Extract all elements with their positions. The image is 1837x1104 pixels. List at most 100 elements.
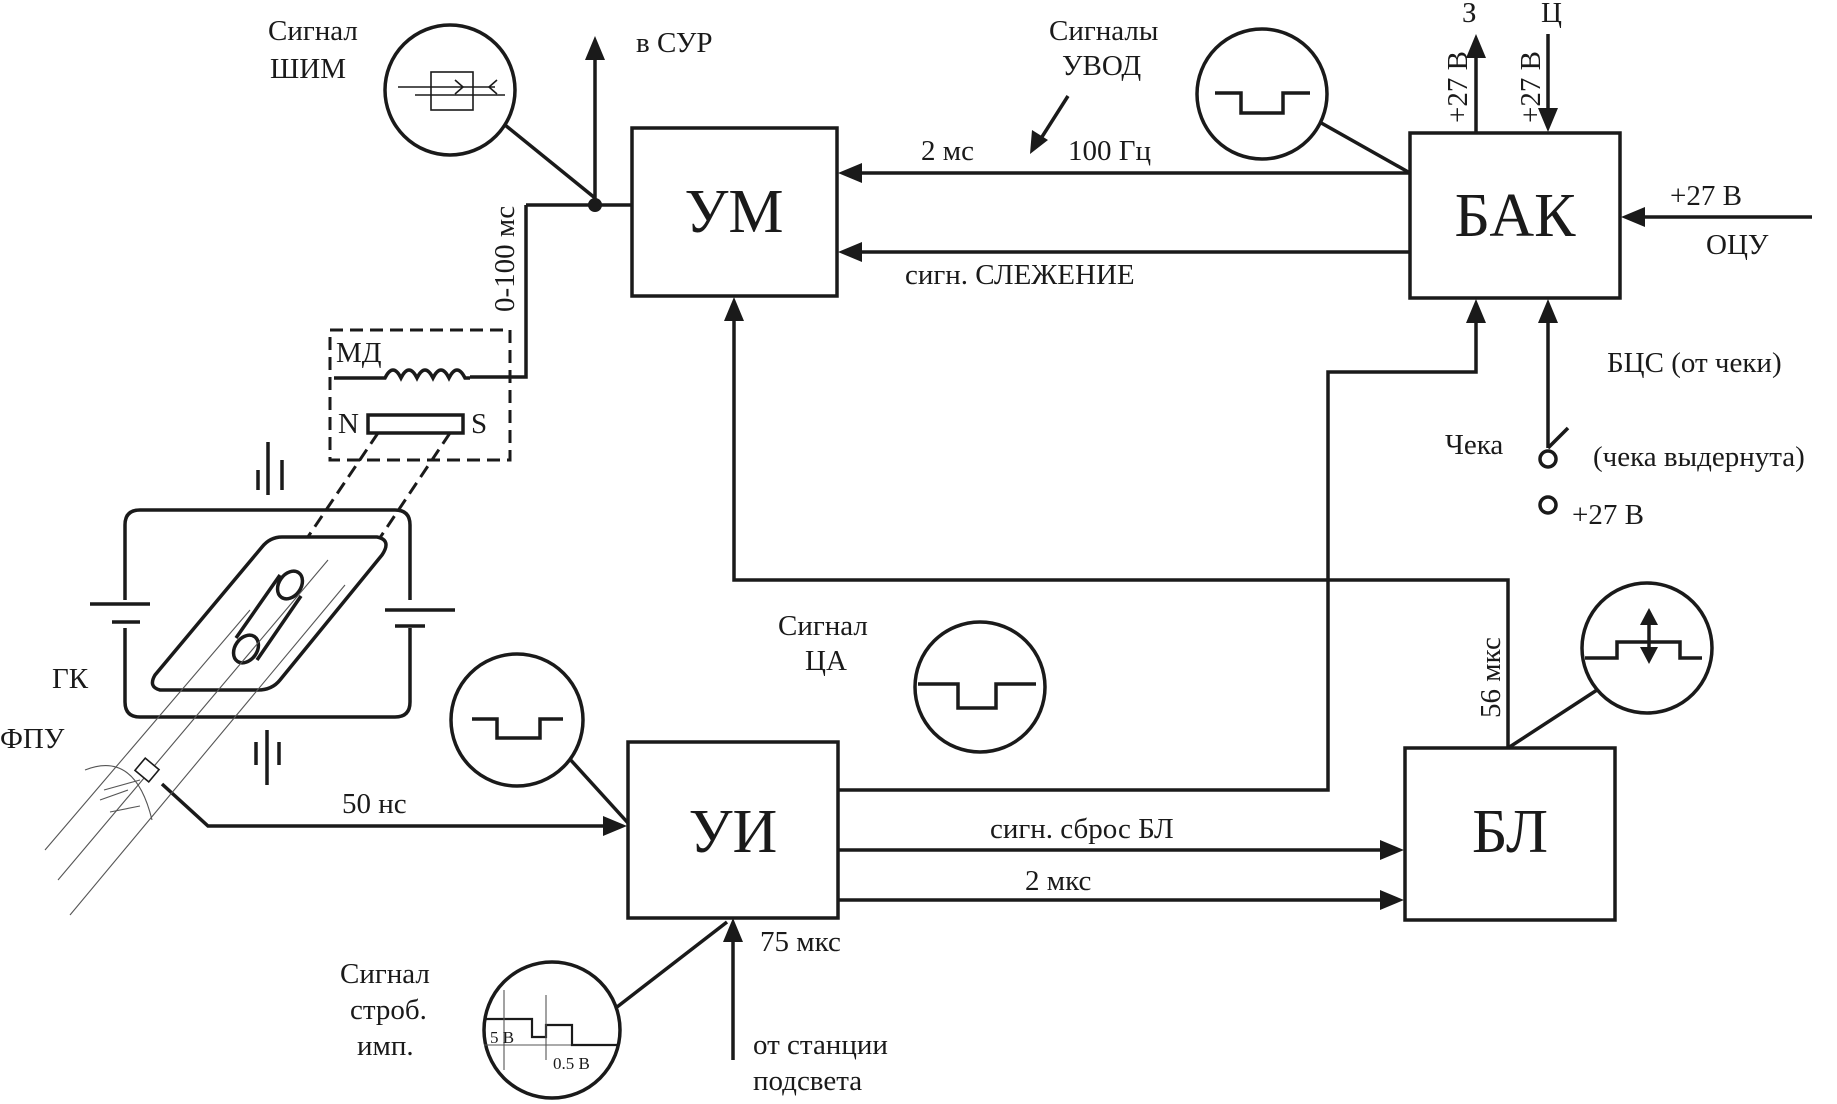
from-station-line2: подсвета <box>753 1065 862 1097</box>
v-05-label: 0.5 В <box>553 1054 590 1073</box>
plus27-top-left-label: +27 В <box>1442 51 1474 123</box>
bak-um-slezhenie-arrowhead <box>838 242 862 262</box>
um-md-line <box>470 205 528 379</box>
out-z-label: З <box>1462 0 1477 29</box>
ui-pulse-pointer <box>566 755 630 825</box>
ui-bl-2us-arrowhead <box>1380 890 1404 910</box>
bak-in-otsu-arrowhead <box>1621 207 1645 227</box>
t-75us-label: 75 мкс <box>760 926 841 958</box>
signal-ca-line2: ЦА <box>805 645 847 677</box>
station-ui-arrowhead <box>723 918 743 942</box>
fpu-ui-line <box>160 782 608 828</box>
signal-shim-line1: Сигнал <box>268 15 358 47</box>
bl-label: БЛ <box>1472 798 1548 866</box>
plus27-switch-label: +27 В <box>1572 499 1644 531</box>
um-block <box>630 126 839 298</box>
permanent-magnet <box>366 413 465 435</box>
cheka-switch-bottom-contact <box>1538 495 1558 515</box>
bak-in-ts-arrowhead <box>1538 108 1558 132</box>
bcs-arrowhead <box>1538 299 1558 323</box>
fpu-lens-arc-2 <box>99 779 141 813</box>
cheka-switch-lever <box>1546 426 1570 450</box>
ui-pulse-waveform <box>472 717 563 740</box>
signal-ca-line1: Сигнал <box>778 610 868 642</box>
t-2ms-label: 2 мс <box>921 135 974 167</box>
gyro-right-gap <box>392 600 428 628</box>
t-0-100ms-label: 0-100 мс <box>489 206 521 312</box>
fpu-lens-arc <box>84 765 153 821</box>
sur-junction-dot <box>588 198 602 212</box>
bl-um-arrowhead <box>724 297 744 321</box>
shim-waveform-box <box>430 71 474 111</box>
bak-pulse-pointer <box>1315 118 1411 175</box>
ca-signal-bubble <box>913 620 1047 754</box>
gyro-rotor-plate <box>150 535 388 692</box>
from-station-line1: от станции <box>753 1029 888 1061</box>
f-100hz-label: 100 Гц <box>1068 135 1151 167</box>
ui-bak-line <box>838 318 1478 792</box>
t-50ns-label: 50 нс <box>342 788 407 820</box>
fpu-detector <box>133 756 161 784</box>
ui-bak-arrowhead <box>1466 299 1486 323</box>
strobe-signal-bubble <box>482 960 622 1100</box>
pole-s-label: S <box>471 408 487 440</box>
gyro-mirror-cylinder <box>234 573 303 661</box>
cheka-switch-top-contact <box>1538 449 1558 469</box>
optical-ray-1 <box>57 559 329 881</box>
md-label: МД <box>336 337 382 369</box>
ui-pulse-bubble <box>449 652 585 788</box>
shim-waveform-arrows <box>454 79 498 95</box>
bl-pulse-down-arrow <box>1640 647 1658 664</box>
t-56us-label: 56 мкс <box>1475 637 1507 718</box>
bak-um-uvod-arrowhead <box>838 163 862 183</box>
gyro-mirror-bottom <box>231 633 261 665</box>
md-dashed-box <box>328 328 512 462</box>
shim-pointer <box>503 123 597 200</box>
bl-pulse-pointer <box>1507 688 1598 750</box>
cheka-pulled-label: (чека выдернута) <box>1593 441 1805 473</box>
sign-slezhenie-label: сигн. СЛЕЖЕНИЕ <box>905 259 1135 291</box>
fpu-ui-arrowhead <box>603 816 627 836</box>
ui-label: УИ <box>689 798 778 866</box>
v-5-label: 5 В <box>490 1028 514 1047</box>
um-label: УМ <box>684 178 783 246</box>
plus27-right-label: +27 В <box>1670 180 1742 212</box>
cheka-label: Чека <box>1445 429 1503 461</box>
ca-signal-waveform <box>918 682 1036 710</box>
bcs-label: БЦС (от чеки) <box>1607 347 1782 379</box>
shim-signal-bubble <box>383 23 517 157</box>
md-coil <box>334 368 470 382</box>
fpu-label: ФПУ <box>0 723 65 755</box>
bak-block <box>1408 131 1622 300</box>
signal-strob-line2: строб. <box>350 994 427 1026</box>
signals-uvod-line1: Сигналы <box>1049 15 1158 47</box>
gk-label: ГК <box>52 663 89 695</box>
bak-pulse-bubble <box>1195 27 1329 161</box>
bak-label: БАК <box>1455 182 1577 250</box>
signals-uvod-line2: УВОД <box>1062 50 1141 82</box>
t-2us-label: 2 мкс <box>1025 865 1091 897</box>
ui-bl-reset-arrowhead <box>1380 840 1404 860</box>
bak-out-z-arrowhead <box>1466 34 1486 58</box>
optical-ray-3 <box>44 609 251 851</box>
v-sur-label: в СУР <box>636 27 713 59</box>
pole-n-label: N <box>338 408 359 440</box>
gyro-frame <box>123 508 412 719</box>
gyro-mirror-top <box>275 569 305 601</box>
bl-um-line <box>732 316 1510 748</box>
strobe-pointer <box>615 920 729 1009</box>
plus27-top-right-label: +27 В <box>1515 51 1547 123</box>
ui-block <box>626 740 840 920</box>
bl-pulse-up-arrow <box>1640 608 1658 625</box>
in-ts-label: Ц <box>1541 0 1562 29</box>
bak-pulse-waveform <box>1215 91 1310 115</box>
signal-shim-line2: ШИМ <box>270 53 346 85</box>
sur-out-arrowhead <box>585 36 605 60</box>
sign-sbros-bl-label: сигн. сброс БЛ <box>990 813 1174 845</box>
signal-strob-line1: Сигнал <box>340 958 430 990</box>
bl-block <box>1403 746 1617 922</box>
signal-strob-line3: имп. <box>357 1030 414 1062</box>
otsu-label: ОЦУ <box>1706 229 1769 261</box>
uvod-pointer-line <box>1038 95 1070 141</box>
